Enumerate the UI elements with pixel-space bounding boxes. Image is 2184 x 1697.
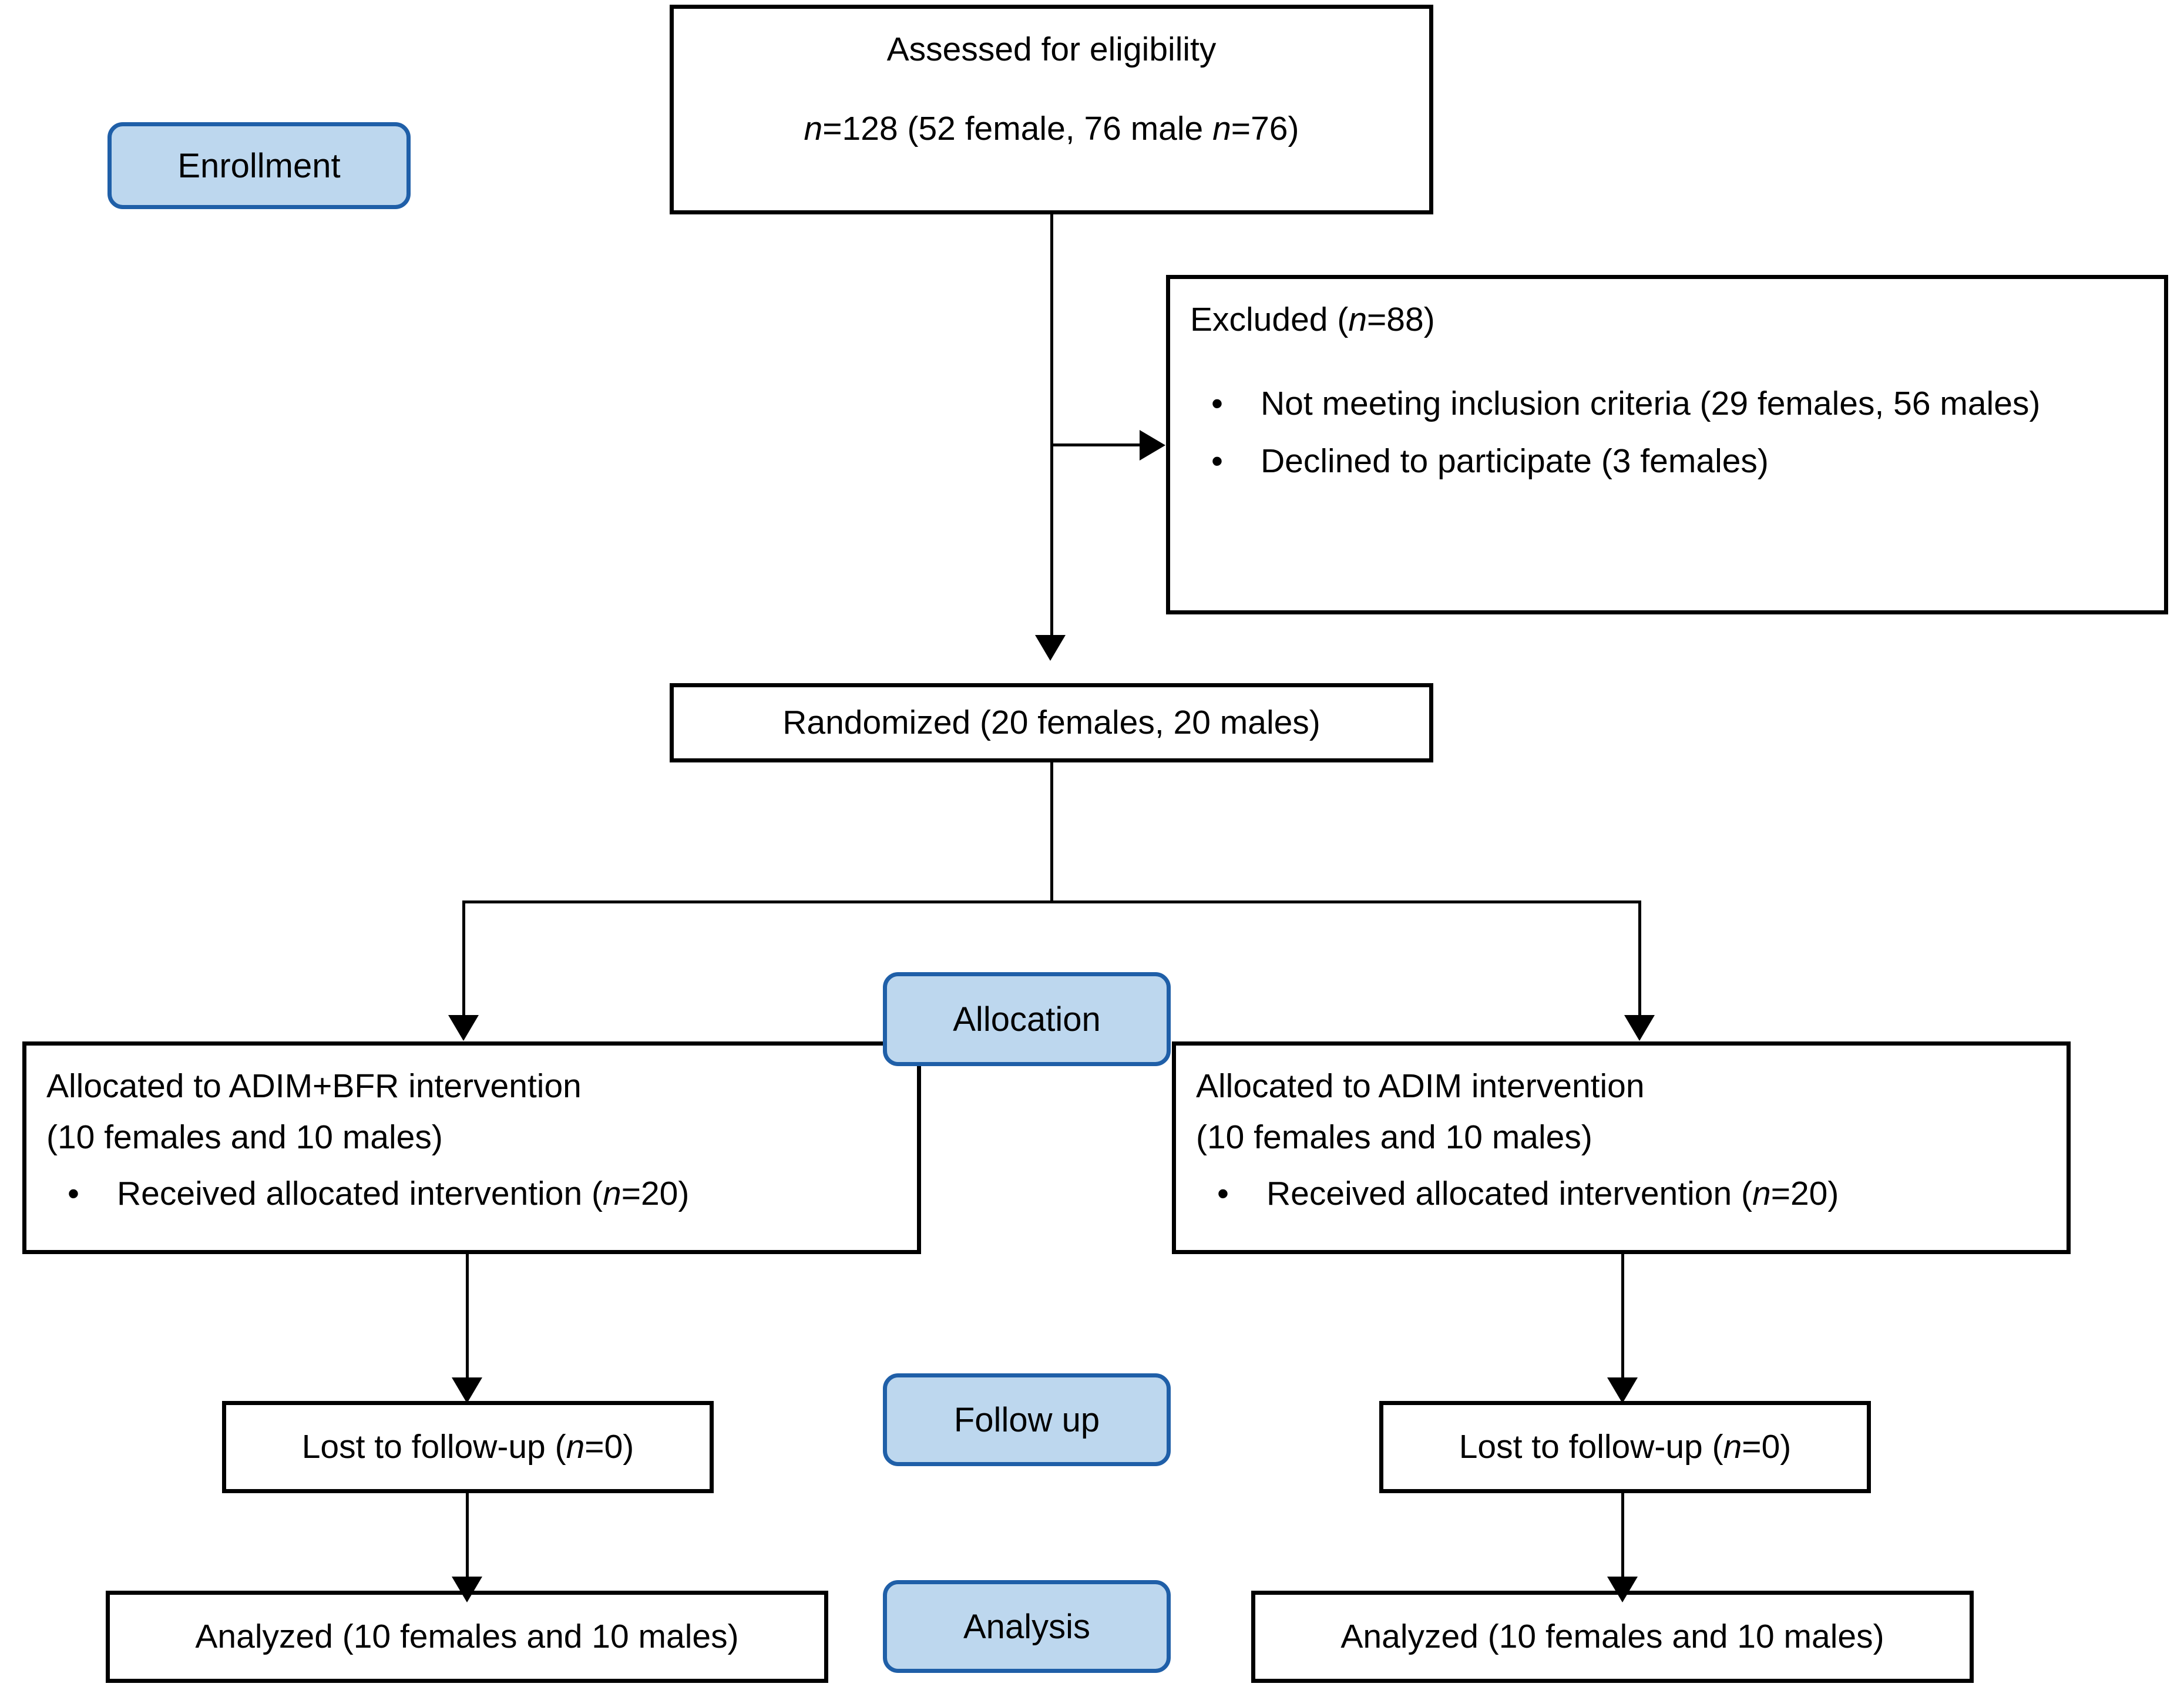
arrowhead-to-left-arm: [448, 1015, 479, 1041]
connector-assessed-to-excluded: [1051, 443, 1140, 446]
randomized-label: Randomized (20 females, 20 males): [782, 704, 1321, 742]
arrowhead-right-followup-to-analyzed: [1607, 1577, 1638, 1602]
allocated-right-line2: (10 females and 10 males): [1196, 1118, 1592, 1156]
box-analyzed-right: Analyzed (10 females and 10 males): [1251, 1591, 1974, 1683]
allocated-right-received-list: Received allocated intervention (n=20): [1196, 1168, 2047, 1219]
connector-assessed-to-randomized: [1050, 214, 1053, 635]
box-excluded: Excluded (n=88) Not meeting inclusion cr…: [1166, 275, 2168, 614]
box-allocated-left: Allocated to ADIM+BFR intervention (10 f…: [22, 1041, 921, 1254]
box-lost-to-followup-right: Lost to follow-up (n=0): [1379, 1401, 1871, 1493]
stage-badge-analysis-label: Analysis: [963, 1607, 1090, 1646]
stage-badge-allocation[interactable]: Allocation: [883, 972, 1171, 1066]
excluded-reason-list: Not meeting inclusion criteria (29 femal…: [1190, 378, 2144, 487]
stage-badge-follow-up-label: Follow up: [953, 1400, 1100, 1439]
stage-badge-enrollment[interactable]: Enrollment: [107, 122, 411, 209]
connector-allocation-crossbar: [462, 900, 1640, 903]
allocated-left-line2: (10 females and 10 males): [46, 1118, 443, 1156]
connector-left-followup-to-analyzed: [466, 1493, 469, 1577]
excluded-title: Excluded (n=88): [1190, 301, 1435, 338]
stage-badge-follow-up[interactable]: Follow up: [883, 1373, 1171, 1466]
connector-right-alloc-to-followup: [1621, 1254, 1624, 1377]
box-lost-to-followup-left: Lost to follow-up (n=0): [222, 1401, 714, 1493]
allocated-right-received: Received allocated intervention (n=20): [1196, 1168, 2047, 1219]
connector-left-alloc-to-followup: [466, 1254, 469, 1377]
allocated-right-line1: Allocated to ADIM intervention: [1196, 1067, 1645, 1105]
arrowhead-to-right-arm: [1624, 1015, 1655, 1041]
connector-right-followup-to-analyzed: [1621, 1493, 1624, 1577]
arrowhead-left-alloc-to-followup: [452, 1377, 482, 1403]
assessed-count: n=128 (52 female, 76 male n=76): [804, 109, 1299, 147]
connector-to-left-arm: [462, 900, 465, 1015]
excluded-reason-item: Declined to participate (3 females): [1190, 436, 2144, 487]
lost-to-followup-right-label: Lost to follow-up (n=0): [1459, 1428, 1792, 1466]
connector-randomized-stem: [1050, 762, 1053, 902]
excluded-reason-item: Not meeting inclusion criteria (29 femal…: [1190, 378, 2144, 429]
lost-to-followup-left-label: Lost to follow-up (n=0): [301, 1428, 634, 1466]
connector-to-right-arm: [1638, 900, 1641, 1015]
arrowhead-assessed-to-excluded: [1140, 430, 1165, 461]
box-randomized: Randomized (20 females, 20 males): [670, 683, 1433, 762]
arrowhead-left-followup-to-analyzed: [452, 1577, 482, 1602]
assessed-title: Assessed for eligibility: [886, 31, 1217, 68]
stage-badge-enrollment-label: Enrollment: [177, 146, 341, 185]
allocated-left-line1: Allocated to ADIM+BFR intervention: [46, 1067, 582, 1105]
stage-badge-allocation-label: Allocation: [953, 1000, 1101, 1039]
stage-badge-analysis[interactable]: Analysis: [883, 1580, 1171, 1673]
allocated-left-received: Received allocated intervention (n=20): [46, 1168, 897, 1219]
arrowhead-right-alloc-to-followup: [1607, 1377, 1638, 1403]
box-analyzed-left: Analyzed (10 females and 10 males): [106, 1591, 828, 1683]
box-assessed-for-eligibility: Assessed for eligibility n=128 (52 femal…: [670, 5, 1433, 214]
analyzed-right-label: Analyzed (10 females and 10 males): [1340, 1618, 1884, 1656]
arrowhead-assessed-to-randomized: [1035, 635, 1066, 661]
analyzed-left-label: Analyzed (10 females and 10 males): [195, 1618, 739, 1656]
box-allocated-right: Allocated to ADIM intervention (10 femal…: [1172, 1041, 2071, 1254]
allocated-left-received-list: Received allocated intervention (n=20): [46, 1168, 897, 1219]
